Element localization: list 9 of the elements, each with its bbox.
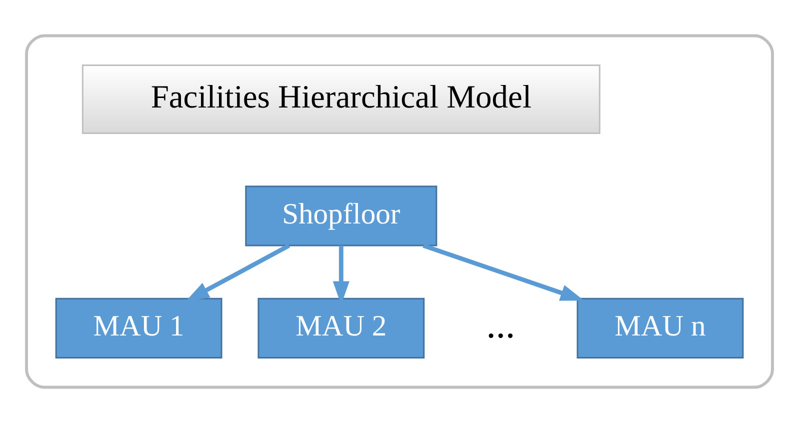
node-box: Facilities Hierarchical Model (82, 64, 600, 134)
cluster (25, 34, 774, 388)
node-box: MAU 2 (258, 297, 425, 358)
node-box: Shopfloor (245, 185, 438, 246)
node-box: MAU n (576, 297, 744, 358)
label: ... (486, 304, 516, 346)
arrow (422, 242, 584, 300)
arrow (186, 243, 290, 301)
node-box: MAU 1 (55, 297, 222, 358)
